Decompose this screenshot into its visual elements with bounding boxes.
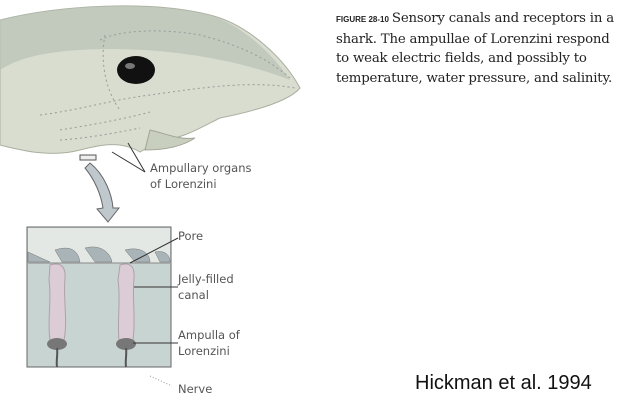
label-jelly-filled-canal: Jelly-filled canal [178,271,234,303]
label-line: Lorenzini [178,344,230,358]
label-line: of Lorenzini [150,177,217,191]
label-line: canal [178,288,209,302]
label-ampulla-of-lorenzini: Ampulla of Lorenzini [178,327,240,359]
figure-label: FIGURE 28-10 [336,15,389,24]
label-line: Jelly-filled [178,272,234,286]
label-nerve: Nerve [178,382,213,396]
inset-cross-section [26,226,172,368]
jelly-canal-left [48,263,67,341]
label-pore: Pore [178,229,204,243]
jelly-canal-right [117,263,135,341]
citation-credit: Hickman et al. 1994 [415,372,592,394]
label-line: Ampullary organs [150,161,252,175]
label-line: Ampulla of [178,328,240,342]
label-ampullary-organs: Ampullary organs of Lorenzini [150,160,251,192]
shark-eye [117,56,155,84]
caption-text: Sensory canals and receptors in a shark.… [336,11,614,86]
zoom-arrow [84,162,121,223]
shark-diagram [0,5,301,387]
